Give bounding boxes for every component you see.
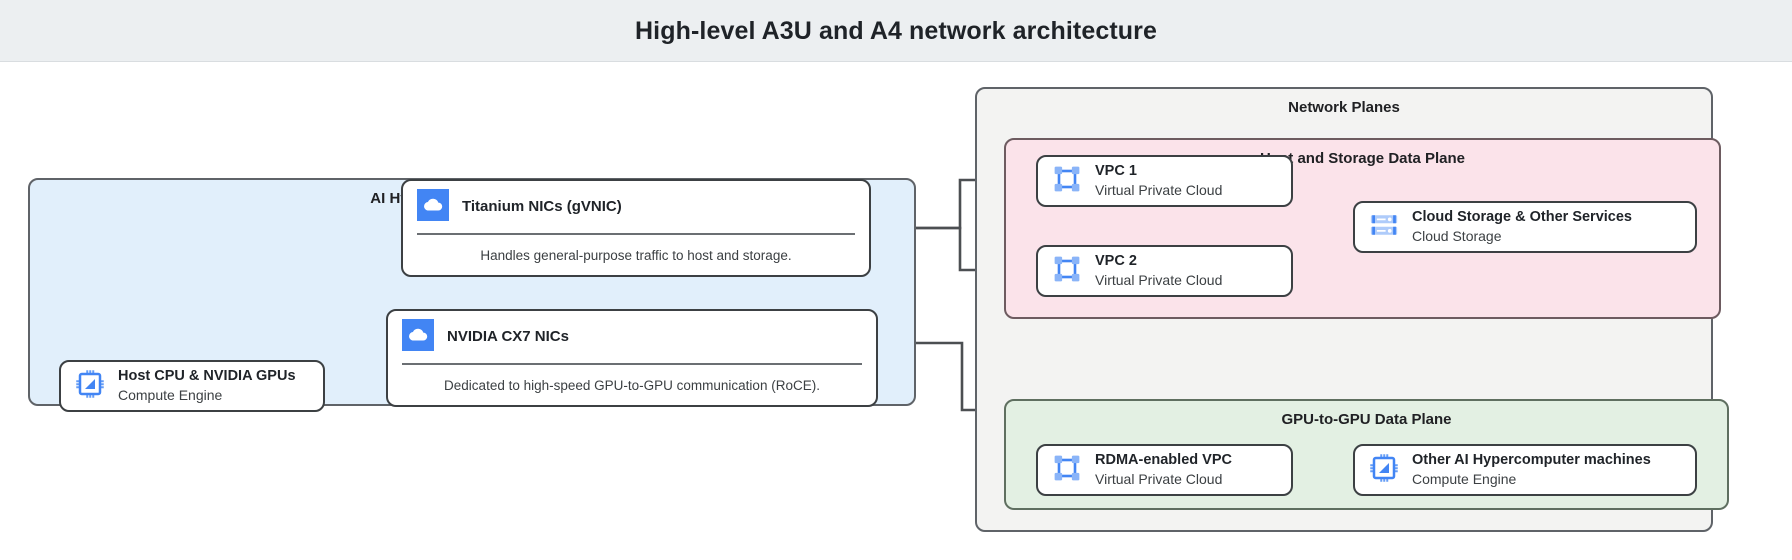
vpc-icon [1052, 254, 1082, 289]
node-cloud-storage[interactable]: Cloud Storage & Other Services Cloud Sto… [1353, 201, 1697, 253]
vpc-icon [1052, 164, 1082, 199]
compute-engine-icon [75, 369, 105, 404]
node-rdma-enabled-vpc[interactable]: RDMA-enabled VPC Virtual Private Cloud [1036, 444, 1293, 496]
node-titanium-nics[interactable]: Titanium NICs (gVNIC) Handles general-pu… [401, 179, 871, 277]
node-title: VPC 2 [1095, 252, 1137, 269]
node-subtitle: Cloud Storage [1412, 228, 1502, 245]
title-bar: High-level A3U and A4 network architectu… [0, 0, 1792, 62]
node-title: NVIDIA CX7 NICs [447, 327, 569, 345]
cloud-storage-icon [1369, 210, 1399, 245]
node-title: Host CPU & NVIDIA GPUs [118, 367, 296, 384]
vpc-icon [1052, 453, 1082, 488]
node-title: VPC 1 [1095, 162, 1137, 179]
node-vpc-2[interactable]: VPC 2 Virtual Private Cloud [1036, 245, 1293, 297]
card-divider [417, 233, 855, 235]
node-description: Dedicated to high-speed GPU-to-GPU commu… [444, 378, 820, 393]
node-subtitle: Virtual Private Cloud [1095, 182, 1223, 199]
node-title: Other AI Hypercomputer machines [1412, 451, 1651, 468]
node-other-ai-hypercomputer-machines[interactable]: Other AI Hypercomputer machines Compute … [1353, 444, 1697, 496]
cloud-icon [402, 318, 434, 356]
node-nvidia-cx7-nics[interactable]: NVIDIA CX7 NICs Dedicated to high-speed … [386, 309, 878, 407]
node-vpc-1[interactable]: VPC 1 Virtual Private Cloud [1036, 155, 1293, 207]
diagram-canvas: AI Hypercomputer machines Host CPU & NVI… [0, 62, 1792, 560]
node-title: Titanium NICs (gVNIC) [462, 197, 622, 215]
group-title-gpu-plane: GPU-to-GPU Data Plane [1281, 411, 1452, 428]
cloud-icon [417, 188, 449, 226]
node-title: RDMA-enabled VPC [1095, 451, 1232, 468]
compute-engine-icon [1369, 453, 1399, 488]
node-subtitle: Virtual Private Cloud [1095, 272, 1223, 289]
group-title-network-planes: Network Planes [1288, 99, 1400, 116]
node-host-cpu-gpus[interactable]: Host CPU & NVIDIA GPUs Compute Engine [59, 360, 325, 412]
node-subtitle: Compute Engine [1412, 471, 1517, 488]
page-title: High-level A3U and A4 network architectu… [635, 16, 1157, 45]
node-title: Cloud Storage & Other Services [1412, 208, 1632, 225]
node-subtitle: Compute Engine [118, 387, 223, 404]
node-subtitle: Virtual Private Cloud [1095, 471, 1223, 488]
card-divider [402, 363, 862, 365]
node-description: Handles general-purpose traffic to host … [480, 248, 792, 263]
group-title-host-storage-plane: Host and Storage Data Plane [1259, 150, 1466, 167]
